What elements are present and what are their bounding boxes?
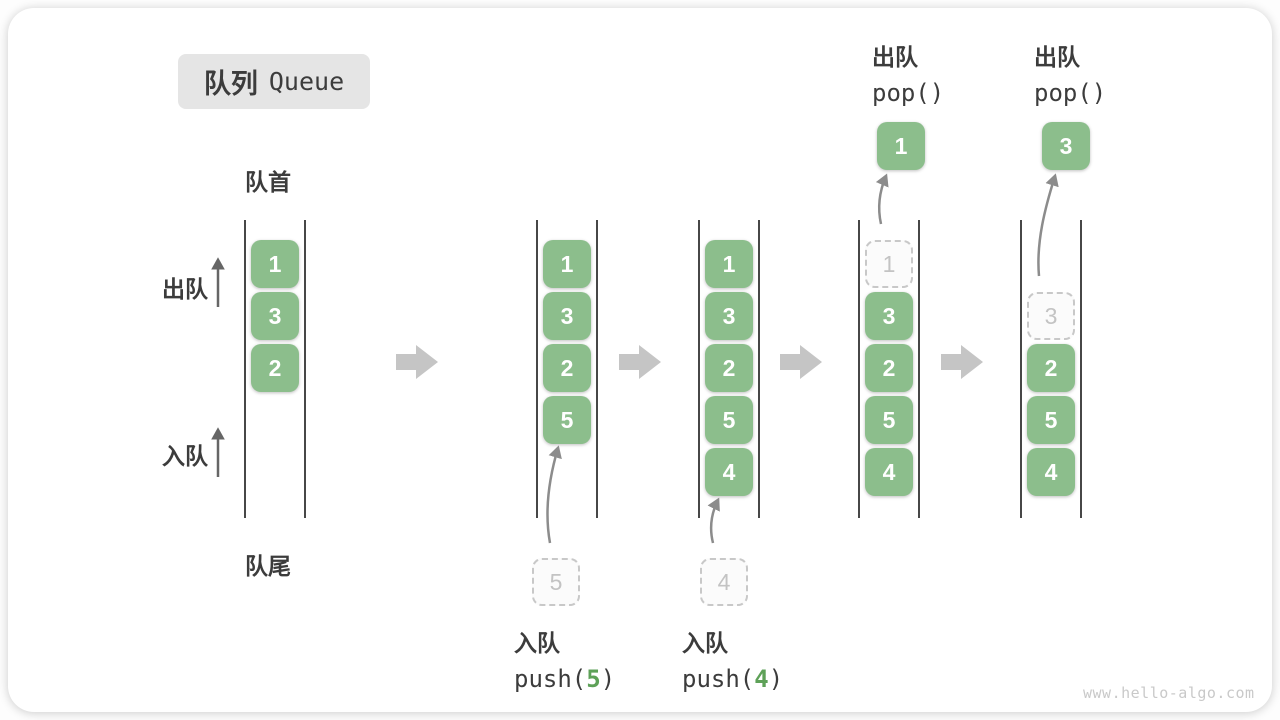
queue-cell: 4 bbox=[865, 448, 913, 496]
queue-cell: 3 bbox=[543, 292, 591, 340]
queue-rail-left bbox=[536, 220, 538, 518]
popped-cell: 1 bbox=[877, 122, 925, 170]
queue-cell: 3 bbox=[705, 292, 753, 340]
queue-rail-right bbox=[596, 220, 598, 518]
popped-cell: 3 bbox=[1042, 122, 1090, 170]
queue-cell: 5 bbox=[1027, 396, 1075, 444]
queue-rail-left bbox=[1020, 220, 1022, 518]
queue-state-5: 3 2 5 4 bbox=[1020, 220, 1082, 518]
queue-cell: 3 bbox=[251, 292, 299, 340]
queue-cell: 5 bbox=[705, 396, 753, 444]
pending-enqueue-cell: 4 bbox=[700, 558, 748, 606]
queue-rail-left bbox=[698, 220, 700, 518]
queue-cell: 1 bbox=[251, 240, 299, 288]
label-queue-front: 队首 bbox=[245, 169, 291, 195]
code-close: ) bbox=[600, 665, 616, 693]
pending-enqueue-cell: 5 bbox=[532, 558, 580, 606]
title-chinese: 队列 bbox=[203, 69, 258, 99]
queue-cell: 2 bbox=[865, 344, 913, 392]
queue-cell: 2 bbox=[543, 344, 591, 392]
queue-cell: 5 bbox=[865, 396, 913, 444]
dequeued-ghost-cell: 3 bbox=[1027, 292, 1075, 340]
code-close: ) bbox=[768, 665, 784, 693]
queue-rail-right bbox=[304, 220, 306, 518]
code-fn: push( bbox=[682, 665, 755, 693]
label-enqueue-side: 入队 bbox=[162, 443, 208, 469]
op-dequeue-pop-2: 出队 pop() bbox=[1034, 38, 1106, 107]
figure-card: 队列 Queue 队首 队尾 出队 入队 1 3 2 1 3 2 5 5 bbox=[8, 8, 1272, 712]
queue-state-3: 1 3 2 5 4 bbox=[698, 220, 760, 518]
queue-cell: 1 bbox=[543, 240, 591, 288]
queue-rail-right bbox=[758, 220, 760, 518]
op-label-text: 入队 bbox=[682, 630, 728, 656]
queue-state-4: 1 3 2 5 4 bbox=[858, 220, 920, 518]
op-enqueue-push4: 入队 push(4) bbox=[682, 624, 783, 693]
code-arg: 4 bbox=[754, 665, 769, 693]
op-code-text: pop() bbox=[1034, 79, 1107, 107]
queue-cell: 2 bbox=[705, 344, 753, 392]
op-code-text: push(5) bbox=[514, 665, 615, 693]
queue-cell: 4 bbox=[1027, 448, 1075, 496]
op-code-text: push(4) bbox=[682, 665, 783, 693]
queue-rail-left bbox=[244, 220, 246, 518]
title-english: Queue bbox=[268, 67, 345, 96]
queue-rail-right bbox=[1080, 220, 1082, 518]
queue-rail-right bbox=[918, 220, 920, 518]
queue-cell: 2 bbox=[1027, 344, 1075, 392]
queue-rail-left bbox=[858, 220, 860, 518]
queue-cell: 5 bbox=[543, 396, 591, 444]
op-label-text: 入队 bbox=[514, 630, 560, 656]
label-queue-rear: 队尾 bbox=[245, 553, 291, 579]
figure-title: 队列 Queue bbox=[178, 54, 370, 109]
queue-cell: 1 bbox=[705, 240, 753, 288]
queue-state-1: 1 3 2 bbox=[244, 220, 306, 518]
op-dequeue-pop-1: 出队 pop() bbox=[872, 38, 944, 107]
dequeued-ghost-cell: 1 bbox=[865, 240, 913, 288]
watermark: www.hello-algo.com bbox=[1083, 684, 1255, 702]
queue-cell: 4 bbox=[705, 448, 753, 496]
queue-cell: 2 bbox=[251, 344, 299, 392]
label-dequeue-side: 出队 bbox=[162, 276, 208, 302]
queue-state-2: 1 3 2 5 bbox=[536, 220, 598, 518]
code-fn: push( bbox=[514, 665, 587, 693]
op-label-text: 出队 bbox=[1034, 44, 1080, 70]
code-arg: 5 bbox=[586, 665, 601, 693]
op-code-text: pop() bbox=[872, 79, 945, 107]
op-enqueue-push5: 入队 push(5) bbox=[514, 624, 615, 693]
op-label-text: 出队 bbox=[872, 44, 918, 70]
queue-cell: 3 bbox=[865, 292, 913, 340]
